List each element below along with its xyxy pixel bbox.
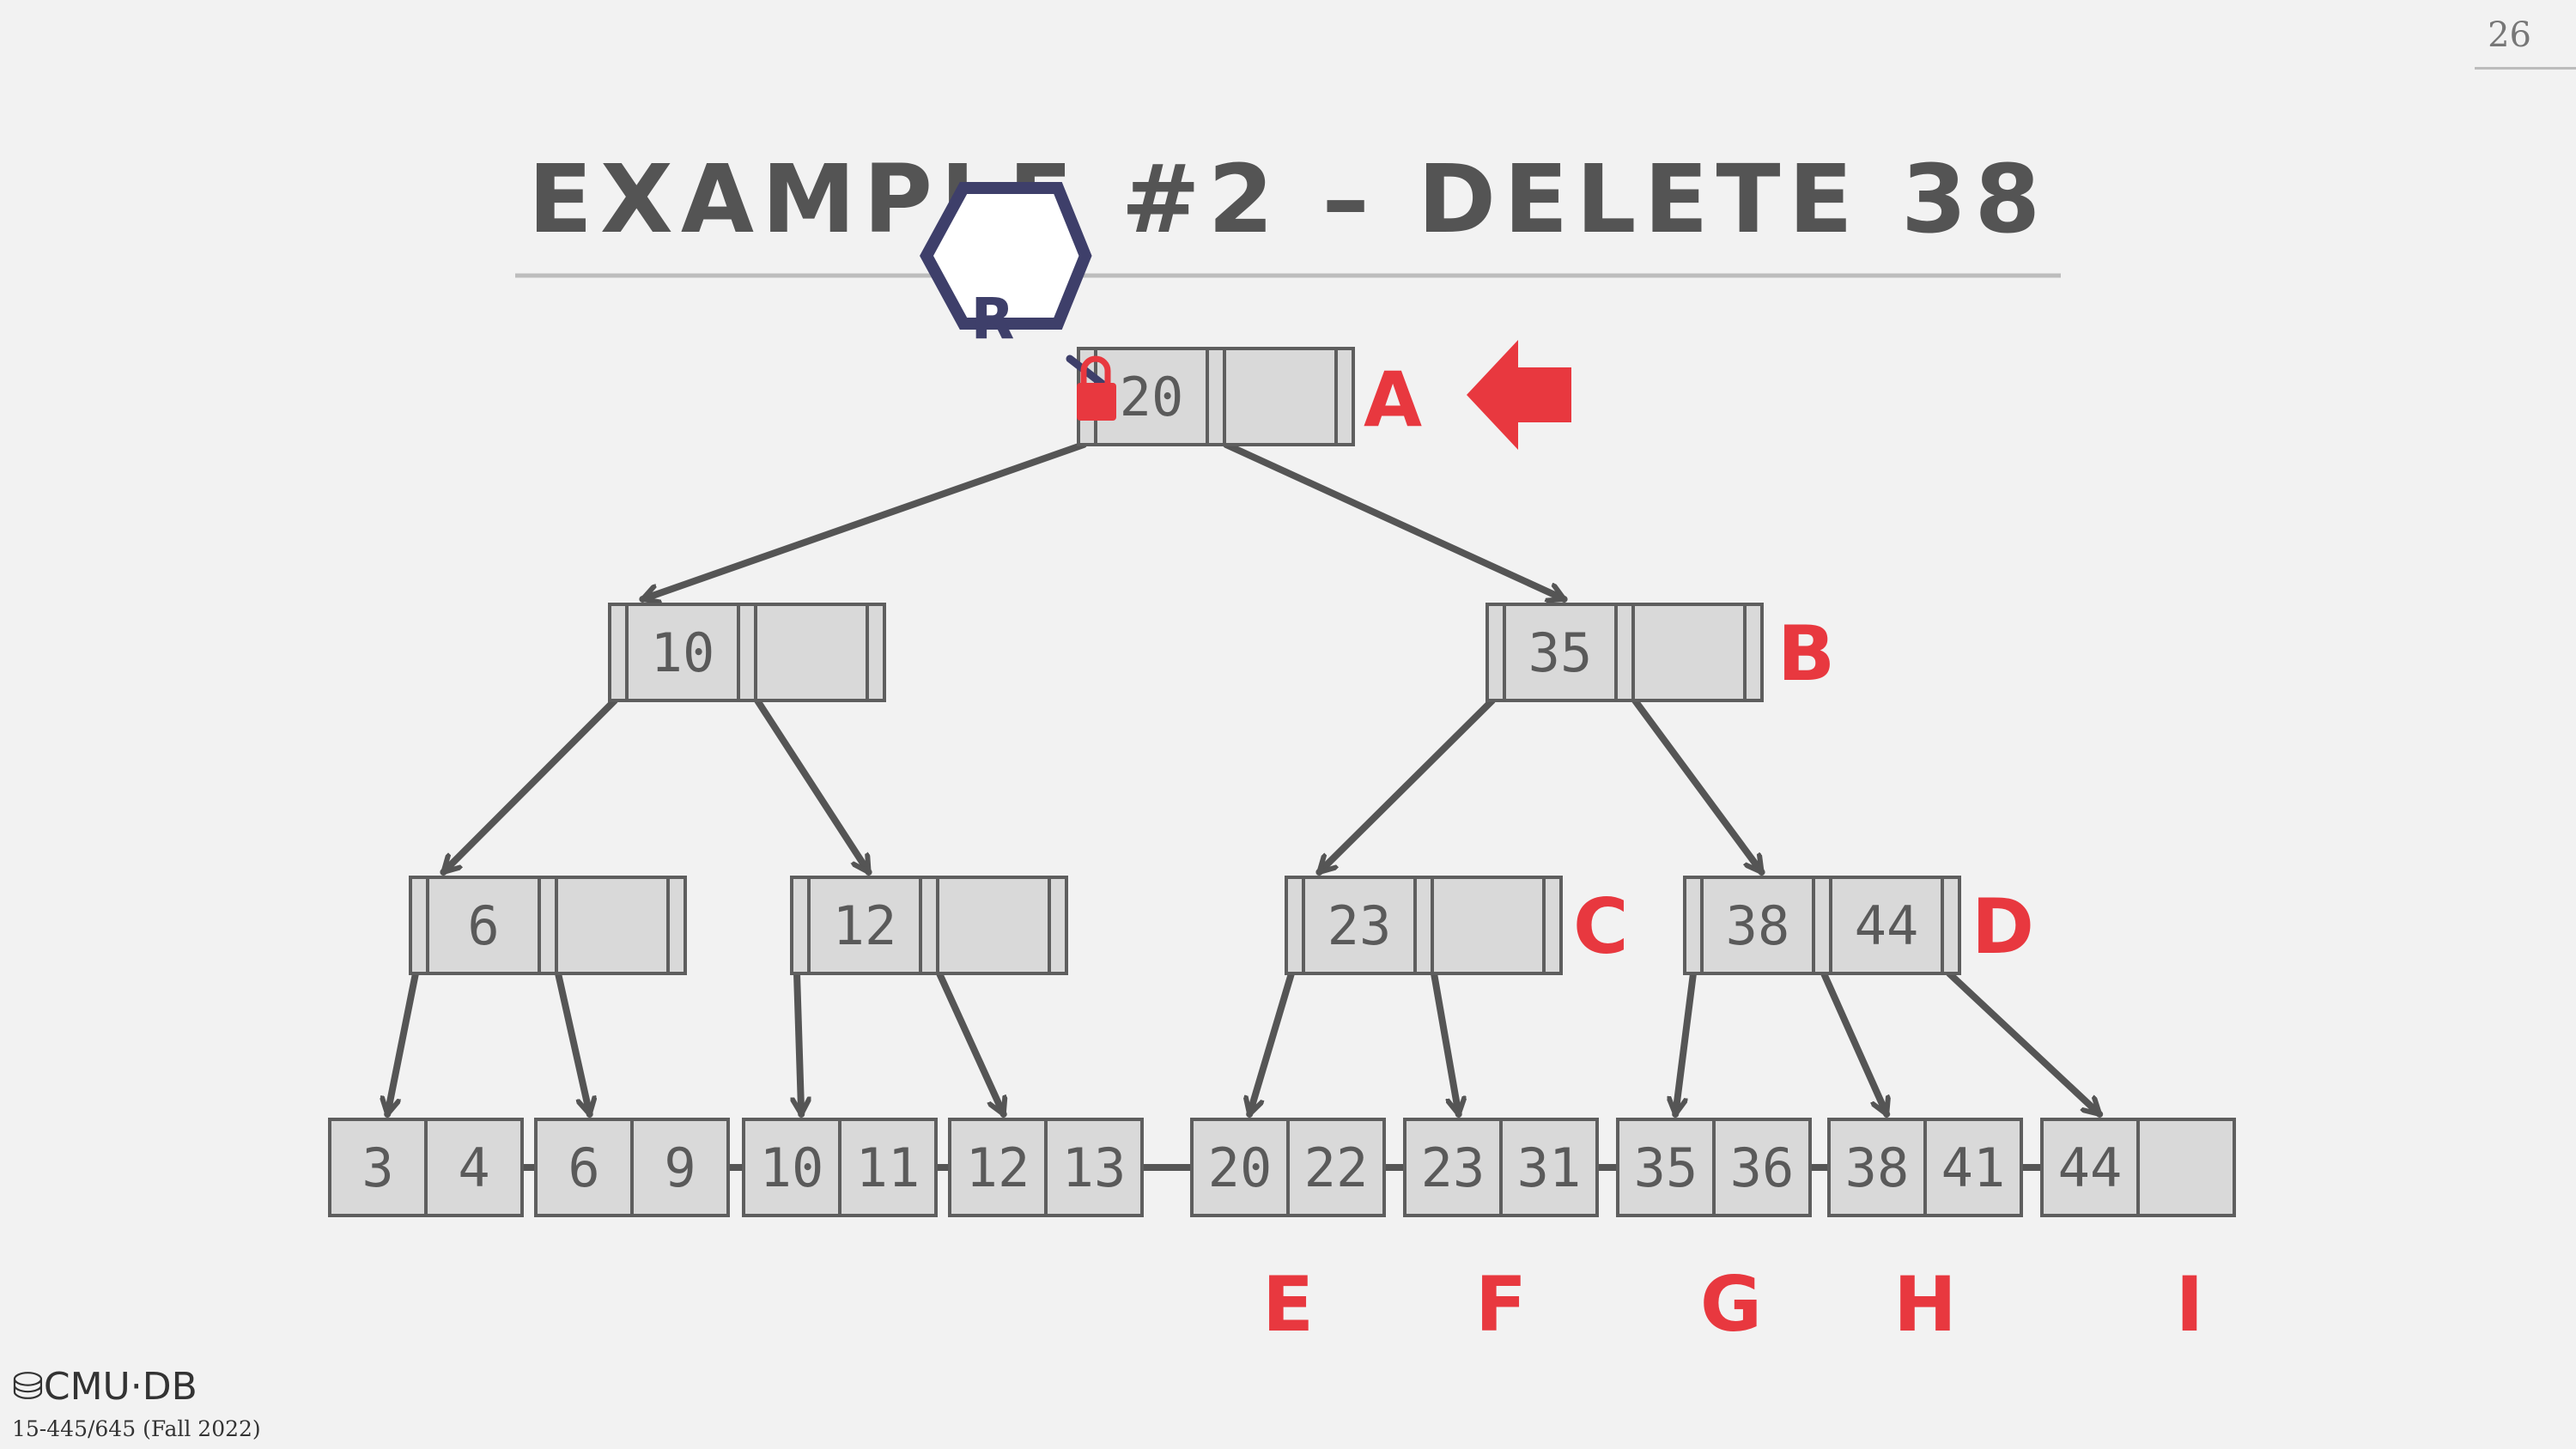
node-label-A: A	[1364, 355, 1422, 444]
leaf-node-G: 35 36	[1616, 1118, 1812, 1217]
node-key: 44	[2058, 1137, 2123, 1199]
node-key: 6	[568, 1137, 599, 1199]
database-icon: ⛁	[12, 1365, 44, 1409]
node-key: 9	[664, 1137, 696, 1199]
read-latch-badge: R	[920, 182, 1112, 392]
leaf-node-I: 44	[2040, 1118, 2236, 1217]
cmu-db-logo: ⛁CMU·DB	[12, 1365, 197, 1409]
node-key: 10	[651, 621, 715, 684]
lock-icon	[1077, 355, 1116, 421]
node-key: 23	[1421, 1137, 1485, 1199]
child-pointer	[1675, 970, 1697, 1118]
node-label-C: C	[1573, 882, 1629, 971]
node-key: 10	[760, 1137, 824, 1199]
node-key: 6	[467, 894, 499, 957]
node-box	[1077, 347, 1355, 446]
node-key: 3	[361, 1137, 393, 1199]
child-pointer	[1631, 697, 1765, 876]
node-key: 35	[1634, 1137, 1698, 1199]
node-key: 13	[1062, 1137, 1127, 1199]
node-label-I: I	[2176, 1260, 2204, 1349]
child-pointer	[1315, 697, 1496, 876]
node-box	[1285, 876, 1563, 975]
node-key: 44	[1855, 894, 1919, 957]
node-label-E: E	[1262, 1260, 1314, 1349]
footer-logo-text: CMU·DB	[43, 1365, 197, 1409]
node-key: 35	[1528, 621, 1593, 684]
inner-node-D: 38 44	[1683, 876, 1961, 975]
child-pointer	[440, 697, 618, 876]
child-pointer	[1249, 970, 1295, 1118]
child-pointer	[754, 697, 872, 876]
latch-label: R	[971, 286, 1015, 352]
node-key: 4	[458, 1137, 489, 1199]
child-pointer	[555, 970, 590, 1118]
node-key: 31	[1517, 1137, 1582, 1199]
page-number-rule	[2475, 67, 2576, 70]
child-pointer	[1820, 970, 1886, 1118]
child-pointer	[797, 970, 801, 1118]
node-key: 20	[1208, 1137, 1273, 1199]
node-label-B: B	[1777, 609, 1835, 698]
lock-shackle	[1080, 355, 1111, 385]
inner-node-B: 35	[1485, 603, 1764, 702]
node-key: 23	[1327, 894, 1392, 957]
node-box	[409, 876, 687, 975]
footer-course: 15-445/645 (Fall 2022)	[12, 1416, 261, 1441]
leaf-node-H: 38 41	[1827, 1118, 2023, 1217]
node-key: 38	[1845, 1137, 1910, 1199]
leaf-node-L3: 10 11	[742, 1118, 938, 1217]
node-key: 38	[1726, 894, 1790, 957]
page-number: 26	[2488, 15, 2531, 55]
inner-node-C: 23	[1285, 876, 1563, 975]
arrow-left-icon	[1467, 340, 1571, 450]
node-key: 41	[1941, 1137, 2006, 1199]
inner-node-n6: 6	[409, 876, 687, 975]
node-key: 11	[856, 1137, 920, 1199]
leaf-node-L4: 12 13	[948, 1118, 1144, 1217]
inner-node-A: 20	[1077, 347, 1355, 446]
node-box	[790, 876, 1068, 975]
node-key: 12	[833, 894, 897, 957]
node-box	[1485, 603, 1764, 702]
latch-hexagon	[920, 182, 1092, 330]
child-pointer	[936, 970, 1004, 1118]
slide-title: EXAMPLE #2 – DELETE 38	[527, 144, 2049, 254]
node-label-G: G	[1700, 1260, 1762, 1349]
inner-node-n12: 12	[790, 876, 1068, 975]
node-label-D: D	[1971, 882, 2034, 971]
node-box	[608, 603, 886, 702]
inner-node-n10: 10	[608, 603, 886, 702]
node-key: 12	[966, 1137, 1030, 1199]
child-pointer	[1946, 970, 2104, 1118]
leaf-node-F: 23 31	[1403, 1118, 1599, 1217]
node-key: 20	[1120, 366, 1184, 428]
child-pointer	[1223, 441, 1568, 599]
child-pointer	[639, 441, 1087, 599]
node-key: 22	[1304, 1137, 1369, 1199]
node-key: 36	[1730, 1137, 1795, 1199]
child-pointer	[387, 970, 419, 1118]
lock-body	[1077, 383, 1116, 421]
node-box	[1683, 876, 1961, 975]
node-label-H: H	[1893, 1260, 1957, 1349]
child-pointer	[1431, 970, 1459, 1118]
node-label-F: F	[1475, 1260, 1527, 1349]
